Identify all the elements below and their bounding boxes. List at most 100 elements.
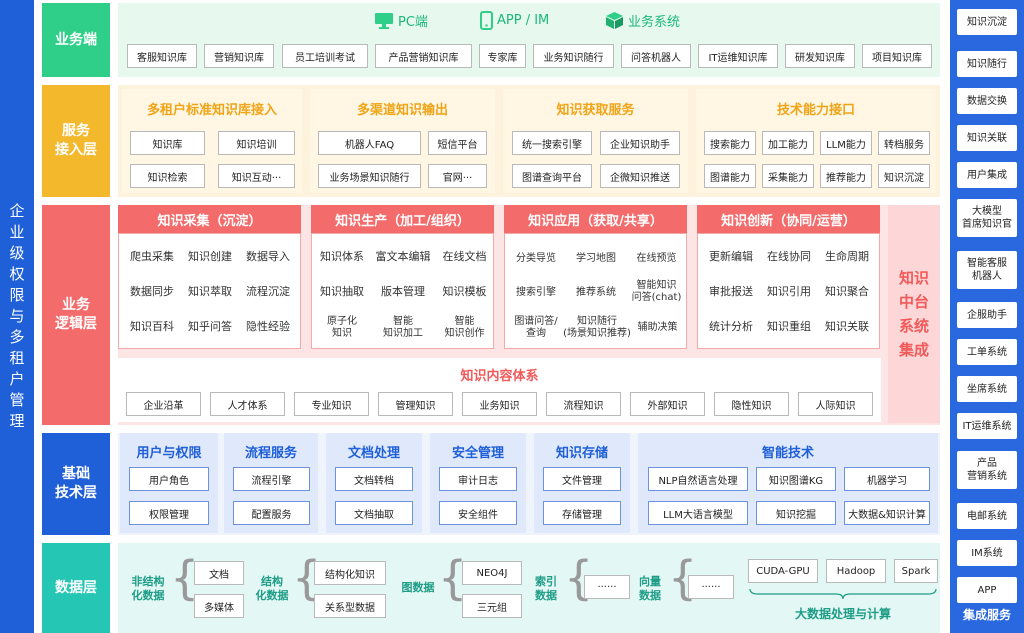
data-item: NEO4J <box>462 561 522 585</box>
service-group-title: 知识获取服务 <box>556 103 635 118</box>
left-bar: 企 业 级 权 限 与 多 租 户 管 理 <box>0 0 34 633</box>
channel-label: 业务系统 <box>628 15 681 30</box>
rb-item: 用户集成 <box>957 162 1017 188</box>
logic-item: 智能 知识加工 <box>383 316 423 339</box>
channel-biz: 业务系统 <box>605 11 680 30</box>
tech-item: 流程引擎 <box>233 467 310 491</box>
logic-item: 知识随行 (场景知识推荐) <box>563 316 631 339</box>
service-item: 业务场景知识随行 <box>318 164 421 188</box>
logic-item: 在线文档 <box>442 250 487 263</box>
service-item: 搜索能力 <box>704 131 756 155</box>
content-system-title: 知识内容体系 <box>460 369 539 384</box>
logic-item: 生命周期 <box>825 250 869 263</box>
content-system: 知识内容体系 企业沿革 人才体系 专业知识 管理知识 业务知识 流程知识 外部知… <box>118 358 881 422</box>
data-group-label: 非结构 化数据 <box>131 575 165 602</box>
tech-item: 权限管理 <box>129 501 209 525</box>
service-item: 知识库 <box>130 131 205 155</box>
business-panel: PC端 APP / IM 业务系统 客服知识库 营销知识库 员工培训考试 产品营… <box>118 3 940 77</box>
logic-item: 智能 知识创作 <box>444 316 485 339</box>
service-item: 机器人FAQ <box>318 131 421 155</box>
tech-item: 审计日志 <box>439 467 517 491</box>
rb-item: 企服助手 <box>957 302 1017 328</box>
bigdata-item: Spark <box>894 559 938 583</box>
logic-card-title: 知识应用（获取/共享） <box>504 205 687 233</box>
logic-item: 知识引用 <box>767 285 811 298</box>
tech-item: 知识挖掘 <box>756 501 836 525</box>
service-group: 技术能力接口 搜索能力 加工能力 LLM能力 转档服务 图谱能力 采集能力 推荐… <box>696 89 936 193</box>
service-group: 多渠道知识输出 机器人FAQ 短信平台 业务场景知识随行 官网··· <box>310 89 495 193</box>
service-item: 图谱查询平台 <box>512 164 592 188</box>
tech-group: 用户与权限 用户角色 权限管理 <box>120 433 218 533</box>
logic-item: 知识创建 <box>188 250 232 263</box>
service-item: 图谱能力 <box>704 164 756 188</box>
tech-item: 机器学习 <box>844 467 930 491</box>
logic-card: 爬虫采集 知识创建 数据导入 数据同步 知识萃取 流程沉淀 知识百科 知乎问答 … <box>118 233 301 349</box>
rb-item: 电邮系统 <box>957 503 1017 529</box>
business-item: 客服知识库 <box>127 44 197 68</box>
logic-item: 推荐系统 <box>576 287 616 298</box>
service-group-title: 多渠道知识输出 <box>356 103 448 118</box>
rb-item: 产品 营销系统 <box>957 451 1017 489</box>
tech-group: 文档处理 文档转档 文档抽取 <box>326 433 422 533</box>
content-item: 外部知识 <box>630 392 705 416</box>
service-item: 推荐能力 <box>820 164 872 188</box>
business-item: 产品营销知识库 <box>375 44 472 68</box>
content-item: 管理知识 <box>378 392 453 416</box>
business-item: 专家库 <box>479 44 526 68</box>
tech-item: 大数据&知识计算 <box>844 501 930 525</box>
tech-group: 流程服务 流程引擎 配置服务 <box>224 433 318 533</box>
tech-item: 文档抽取 <box>335 501 413 525</box>
service-group: 多租户标准知识库接入 知识库 知识培训 知识检索 知识互动··· <box>122 89 302 193</box>
logic-item: 爬虫采集 <box>130 250 174 263</box>
data-group-label: 图数据 <box>401 581 435 594</box>
data-item: 结构化知识 <box>314 561 386 585</box>
data-item: 关系型数据 <box>314 594 386 618</box>
logic-card-title: 知识生产（加工/组织） <box>311 205 494 233</box>
business-item: 业务知识随行 <box>533 44 614 68</box>
rb-item: IT运维系统 <box>957 413 1017 439</box>
logic-item: 智能知识 问答(chat) <box>631 280 682 303</box>
logic-item: 知识重组 <box>767 320 811 333</box>
channel-pc: PC端 <box>374 11 428 30</box>
content-item: 隐性知识 <box>714 392 789 416</box>
bigdata-title: 大数据处理与计算 <box>794 607 891 621</box>
logic-card: 知识体系 富文本编辑 在线文档 知识抽取 版本管理 知识模板 原子化 知识 智能… <box>311 233 494 349</box>
logic-item: 图谱问答/ 查询 <box>514 316 558 339</box>
service-item: 知识沉淀 <box>878 164 930 188</box>
content-item: 流程知识 <box>546 392 621 416</box>
middle-platform-box: 知识 中台 系统 集成 <box>888 205 940 423</box>
tech-item: LLM大语言模型 <box>648 501 748 525</box>
tech-group: 知识存储 文件管理 存储管理 <box>534 433 630 533</box>
logic-item: 版本管理 <box>381 285 425 298</box>
tech-group-title: 智能技术 <box>761 446 814 461</box>
middle-platform-title: 知识 中台 系统 集成 <box>898 269 929 359</box>
service-group-title: 多租户标准知识库接入 <box>146 103 277 118</box>
logic-panel: 知识采集（沉淀） 爬虫采集 知识创建 数据导入 数据同步 知识萃取 流程沉淀 知… <box>118 205 940 425</box>
business-item: 问答机器人 <box>621 44 691 68</box>
rb-item: 知识关联 <box>957 125 1017 151</box>
rb-item: IM系统 <box>957 540 1017 566</box>
logic-card-title: 知识采集（沉淀） <box>118 205 301 233</box>
logic-item: 数据导入 <box>246 250 290 263</box>
service-item: 采集能力 <box>762 164 814 188</box>
logic-item: 在线协同 <box>767 250 811 263</box>
data-item: ······ <box>688 575 734 599</box>
logic-item: 知识关联 <box>825 320 869 333</box>
layer-label-service: 服务 接入层 <box>42 85 110 197</box>
logic-item: 分类导览 <box>516 253 556 264</box>
logic-item: 搜索引擎 <box>516 287 556 298</box>
channel-label: PC端 <box>398 15 428 30</box>
tech-item: 用户角色 <box>129 467 209 491</box>
rb-item: 工单系统 <box>957 339 1017 365</box>
logic-item: 学习地图 <box>576 253 616 264</box>
data-group-label: 索引 数据 <box>535 575 557 602</box>
logic-item: 知识模板 <box>442 285 487 298</box>
logic-item: 知识体系 <box>320 250 364 263</box>
tech-group-title: 安全管理 <box>451 446 504 461</box>
monitor-icon <box>375 13 393 29</box>
service-item: 知识互动··· <box>218 164 295 188</box>
service-item: 知识培训 <box>218 131 295 155</box>
data-item: 多媒体 <box>194 594 244 618</box>
logic-item: 数据同步 <box>130 285 174 298</box>
layer-label-business: 业务端 <box>42 3 110 77</box>
